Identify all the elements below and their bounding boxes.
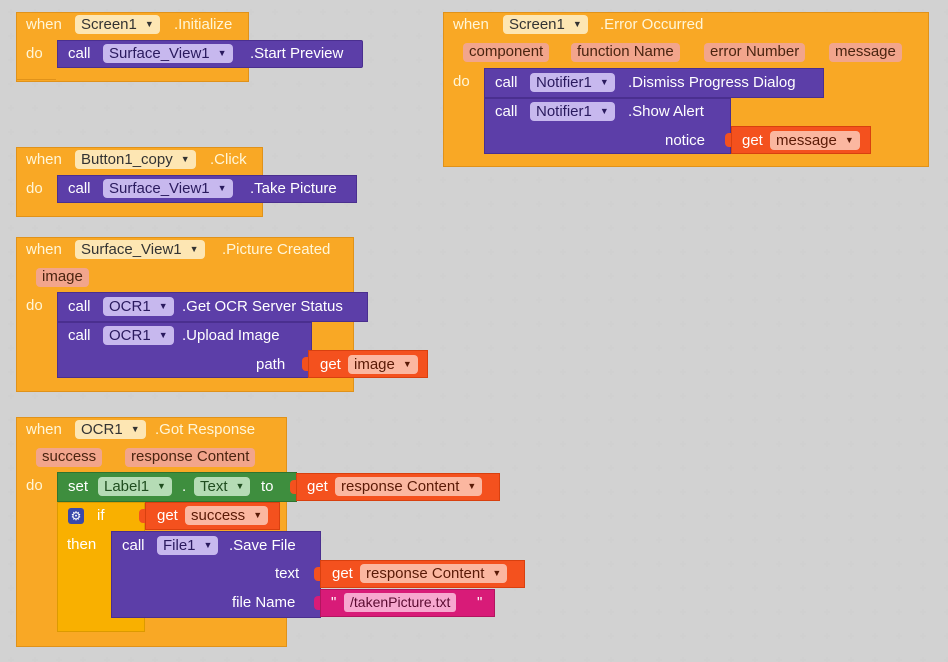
dropdown-arrow-icon: ▼ — [157, 481, 166, 491]
do-label: do — [26, 297, 43, 314]
property-dropdown[interactable]: Text▼ — [194, 477, 251, 496]
do-label: do — [26, 180, 43, 197]
quote-open: " — [331, 594, 337, 611]
call-label: call — [122, 537, 145, 554]
component-dropdown[interactable]: Screen1▼ — [503, 15, 588, 34]
dropdown-arrow-icon: ▼ — [217, 183, 227, 193]
do-label: do — [453, 73, 470, 90]
event-parameter-component[interactable]: component — [463, 43, 550, 62]
dropdown-arrow-icon: ▼ — [402, 359, 412, 369]
get-label: get — [742, 132, 763, 149]
dropdown-arrow-icon: ▼ — [158, 330, 168, 340]
event-parameter-message[interactable]: message — [829, 43, 902, 62]
dropdown-arrow-icon: ▼ — [189, 244, 199, 254]
when-label: when — [26, 16, 62, 33]
event-name: .Error Occurred — [600, 16, 704, 33]
event-name: .Picture Created — [222, 241, 331, 258]
setter-block-label1-text[interactable] — [57, 472, 297, 502]
argument-label-notice: notice — [665, 132, 706, 149]
dropdown-arrow-icon: ▼ — [180, 154, 190, 164]
procedure-call-upload-image[interactable] — [57, 322, 312, 378]
call-label: call — [68, 298, 91, 315]
component-dropdown[interactable]: Surface_View1▼ — [103, 44, 233, 63]
get-label: get — [157, 507, 178, 524]
event-name: .Got Response — [155, 421, 256, 438]
method-name: .Upload Image — [182, 327, 280, 344]
variable-dropdown[interactable]: response Content▼ — [360, 564, 508, 583]
event-name: .Initialize — [174, 16, 233, 33]
quote-close: " — [477, 594, 483, 611]
dropdown-arrow-icon: ▼ — [467, 481, 477, 491]
event-name: .Click — [210, 151, 247, 168]
method-name: .Start Preview — [250, 45, 344, 62]
dropdown-arrow-icon: ▼ — [844, 135, 854, 145]
method-name: .Show Alert — [628, 103, 704, 120]
event-parameter-image[interactable]: image — [36, 268, 89, 287]
variable-dropdown[interactable]: message▼ — [770, 131, 860, 150]
argument-label-path: path — [256, 356, 286, 373]
gear-icon[interactable]: ⚙ — [68, 508, 84, 524]
method-name: .Get OCR Server Status — [182, 298, 343, 315]
component-dropdown[interactable]: Notifier1▼ — [530, 102, 615, 121]
dropdown-arrow-icon: ▼ — [158, 301, 168, 311]
argument-label-text: text — [275, 565, 300, 582]
dropdown-arrow-icon: ▼ — [572, 19, 582, 29]
event-parameter-response-content[interactable]: response Content — [125, 448, 256, 467]
dropdown-arrow-icon: ▼ — [599, 106, 609, 116]
argument-label-file-name: file Name — [232, 594, 296, 611]
component-dropdown[interactable]: OCR1▼ — [103, 326, 174, 345]
component-dropdown[interactable]: OCR1▼ — [103, 297, 174, 316]
call-label: call — [495, 103, 518, 120]
when-label: when — [26, 151, 62, 168]
event-parameter-error-number[interactable]: error Number — [704, 43, 806, 62]
to-label: to — [261, 478, 274, 495]
dropdown-arrow-icon: ▼ — [492, 568, 502, 578]
dropdown-arrow-icon: ▼ — [203, 540, 213, 550]
method-name: .Save File — [229, 537, 296, 554]
event-parameter-function-name[interactable]: function Name — [571, 43, 680, 62]
component-dropdown[interactable]: Button1_copy▼ — [75, 150, 196, 169]
dot-separator: . — [182, 478, 187, 495]
get-label: get — [307, 478, 328, 495]
dropdown-arrow-icon: ▼ — [599, 77, 609, 87]
component-dropdown[interactable]: Notifier1▼ — [530, 73, 615, 92]
component-dropdown[interactable]: Surface_View1▼ — [75, 240, 205, 259]
do-label: do — [26, 45, 43, 62]
dropdown-arrow-icon: ▼ — [253, 510, 263, 520]
dropdown-arrow-icon: ▼ — [235, 481, 245, 491]
get-label: get — [332, 565, 353, 582]
then-label: then — [67, 536, 97, 553]
get-label: get — [320, 356, 341, 373]
variable-dropdown[interactable]: image▼ — [348, 355, 418, 374]
when-label: when — [26, 421, 62, 438]
event-parameter-success[interactable]: success — [36, 448, 103, 467]
dropdown-arrow-icon: ▼ — [144, 19, 154, 29]
component-dropdown[interactable]: OCR1▼ — [75, 420, 146, 439]
method-name: .Take Picture — [250, 180, 337, 197]
call-label: call — [68, 45, 91, 62]
call-label: call — [68, 180, 91, 197]
component-dropdown[interactable]: Label1▼ — [98, 477, 172, 496]
variable-dropdown[interactable]: success▼ — [185, 506, 269, 525]
component-dropdown[interactable]: Surface_View1▼ — [103, 179, 233, 198]
when-label: when — [26, 241, 62, 258]
dropdown-arrow-icon: ▼ — [217, 48, 227, 58]
method-name: .Dismiss Progress Dialog — [628, 74, 796, 91]
variable-dropdown[interactable]: response Content▼ — [335, 477, 483, 496]
if-label: if — [97, 507, 105, 524]
dropdown-arrow-icon: ▼ — [130, 424, 140, 434]
set-label: set — [68, 478, 89, 495]
component-dropdown[interactable]: Screen1▼ — [75, 15, 160, 34]
when-label: when — [453, 16, 489, 33]
do-label: do — [26, 477, 43, 494]
component-dropdown[interactable]: File1▼ — [157, 536, 219, 555]
string-value[interactable]: /takenPicture.txt — [344, 593, 457, 612]
call-label: call — [68, 327, 91, 344]
call-label: call — [495, 74, 518, 91]
